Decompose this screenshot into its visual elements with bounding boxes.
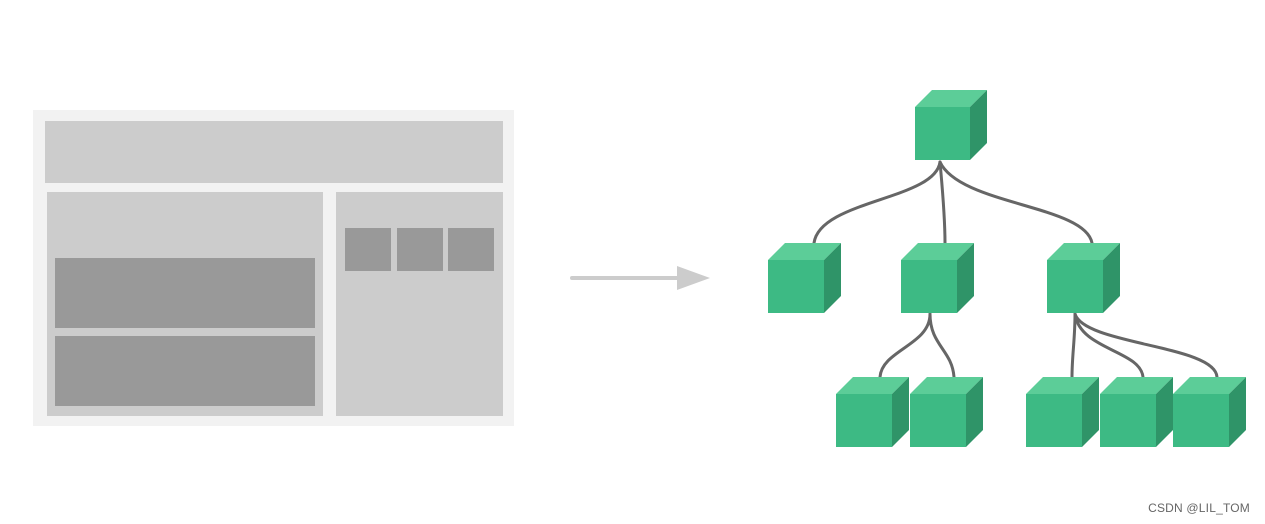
wireframe-thumbnail bbox=[345, 228, 391, 271]
wireframe-content-block bbox=[55, 258, 315, 328]
cube-side-face bbox=[970, 90, 987, 160]
cube-top-face bbox=[1100, 377, 1173, 394]
cube-front-face bbox=[910, 394, 966, 447]
page-layout-wireframe-icon bbox=[33, 110, 514, 426]
tree-connector bbox=[1070, 312, 1077, 379]
cube-side-face bbox=[957, 243, 974, 313]
wireframe-thumbnail bbox=[397, 228, 443, 271]
cube-side-face bbox=[1229, 377, 1246, 447]
cube-front-face bbox=[1100, 394, 1156, 447]
wireframe-thumbnail bbox=[448, 228, 494, 271]
tree-connector bbox=[938, 160, 1094, 245]
component-node-icon bbox=[836, 377, 909, 447]
cube-front-face bbox=[1026, 394, 1082, 447]
tree-connector bbox=[1073, 312, 1219, 379]
tree-connectors bbox=[812, 160, 1219, 379]
tree-connector bbox=[938, 160, 947, 245]
component-node-icon bbox=[901, 243, 974, 313]
component-node-icon bbox=[1047, 243, 1120, 313]
cube-front-face bbox=[915, 107, 970, 160]
cube-side-face bbox=[1103, 243, 1120, 313]
tree-connector bbox=[812, 160, 942, 245]
component-node-icon bbox=[910, 377, 983, 447]
tree-connector bbox=[1073, 312, 1145, 379]
cube-side-face bbox=[1156, 377, 1173, 447]
cube-top-face bbox=[910, 377, 983, 394]
wireframe-header bbox=[45, 121, 503, 183]
component-node-icon bbox=[1173, 377, 1246, 447]
cube-top-face bbox=[901, 243, 974, 260]
tree-connector bbox=[878, 312, 932, 379]
right-arrow-icon bbox=[570, 266, 710, 290]
cube-side-face bbox=[966, 377, 983, 447]
wireframe-content-block bbox=[55, 336, 315, 406]
cube-front-face bbox=[1047, 260, 1103, 313]
cube-side-face bbox=[1082, 377, 1099, 447]
cube-top-face bbox=[768, 243, 841, 260]
cube-top-face bbox=[1173, 377, 1246, 394]
component-node-icon bbox=[1026, 377, 1099, 447]
tree-nodes bbox=[768, 90, 1246, 447]
watermark: CSDN @LIL_TOM bbox=[1148, 501, 1250, 515]
cube-side-face bbox=[824, 243, 841, 313]
component-node-icon bbox=[915, 90, 987, 160]
cube-front-face bbox=[836, 394, 892, 447]
component-node-icon bbox=[768, 243, 841, 313]
cube-side-face bbox=[892, 377, 909, 447]
cube-front-face bbox=[768, 260, 824, 313]
cube-top-face bbox=[836, 377, 909, 394]
cube-top-face bbox=[1026, 377, 1099, 394]
cube-top-face bbox=[1047, 243, 1120, 260]
component-node-icon bbox=[1100, 377, 1173, 447]
cube-top-face bbox=[915, 90, 987, 107]
cube-front-face bbox=[1173, 394, 1229, 447]
tree-connector bbox=[928, 312, 956, 379]
cube-front-face bbox=[901, 260, 957, 313]
arrow-head bbox=[677, 266, 710, 290]
